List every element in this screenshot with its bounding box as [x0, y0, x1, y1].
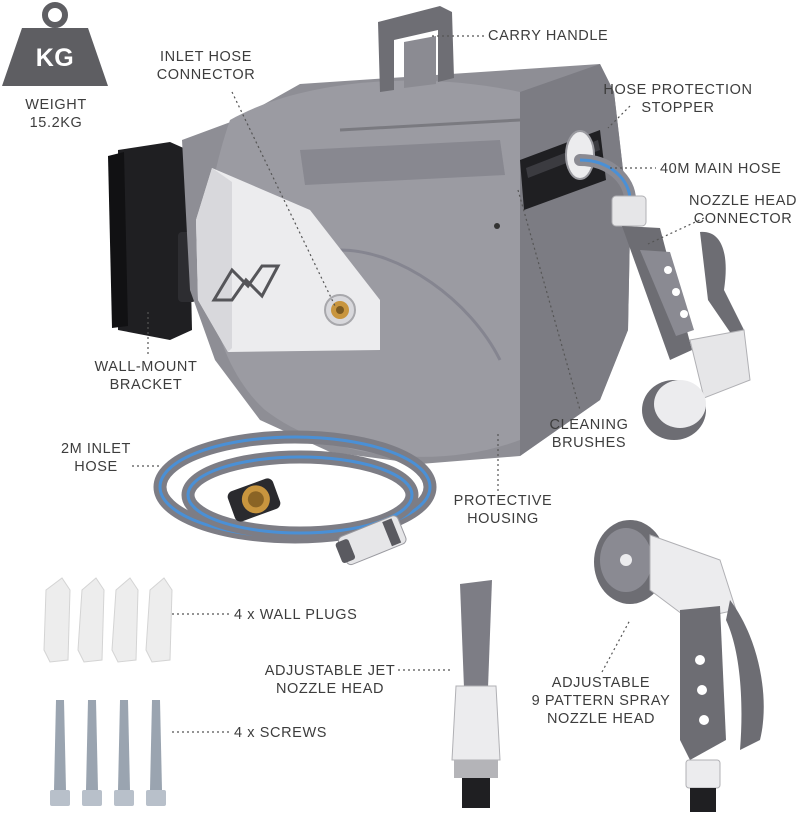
wall-mount-bracket-illustration [108, 142, 196, 340]
label-jet-nozzle: ADJUSTABLE JET NOZZLE HEAD [264, 663, 396, 697]
label-protective-housing: PROTECTIVE HOUSING [453, 493, 553, 527]
main-hose-illustration [574, 154, 647, 227]
label-inlet-hose: 2M INLET HOSE [60, 441, 132, 475]
weight-badge: KG [35, 44, 75, 72]
label-screws: 4 x SCREWS [234, 725, 328, 741]
label-nozzle-head-connector: NOZZLE HEAD CONNECTOR [688, 193, 798, 227]
reel-housing-illustration [182, 6, 630, 464]
weight-label: WEIGHT 15.2KG [25, 97, 87, 131]
label-wall-plugs: 4 x WALL PLUGS [234, 607, 358, 623]
attached-spray-gun-illustration [622, 226, 751, 440]
wall-plugs-illustration [43, 577, 173, 663]
label-inlet-hose-connector: INLET HOSE CONNECTOR [156, 49, 256, 83]
inlet-hose-illustration [153, 430, 437, 566]
label-main-hose: 40M MAIN HOSE [660, 161, 782, 177]
spray-gun-illustration [594, 520, 764, 812]
kg-weight-icon [2, 2, 108, 86]
leader-lines [132, 35, 705, 733]
label-hose-protection-stopper: HOSE PROTECTION STOPPER [603, 82, 753, 116]
label-carry-handle: CARRY HANDLE [488, 28, 609, 44]
screws-illustration [50, 700, 166, 806]
label-spray-nozzle: ADJUSTABLE 9 PATTERN SPRAY NOZZLE HEAD [531, 675, 671, 727]
label-cleaning-brushes: CLEANING BRUSHES [549, 417, 629, 451]
label-wall-mount-bracket: WALL-MOUNT BRACKET [94, 359, 198, 393]
jet-nozzle-illustration [451, 580, 501, 808]
